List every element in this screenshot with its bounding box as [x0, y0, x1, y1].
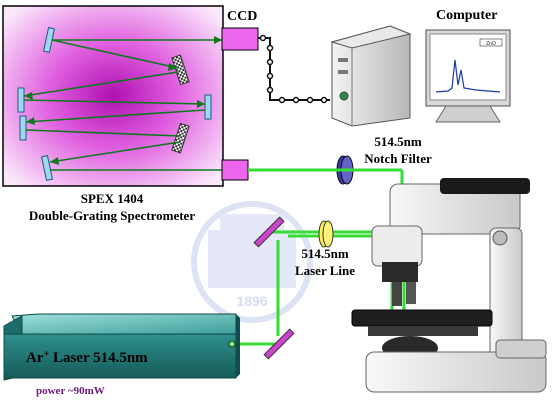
- ccd-port: [222, 28, 258, 50]
- watermark-year: 1896: [236, 293, 267, 309]
- laserline-label-line1: 514.5nm: [301, 246, 348, 261]
- watermark-seal: 1896: [194, 204, 310, 320]
- entrance-slit: [222, 160, 248, 180]
- monitor-legend: ZnO: [486, 41, 496, 47]
- notch-label-line1: 514.5nm: [374, 134, 421, 149]
- laserline-label-line2: Laser Line: [295, 263, 355, 278]
- computer-tower: [332, 26, 410, 126]
- microscope: [352, 178, 546, 392]
- notch-label-line2: Notch Filter: [364, 151, 432, 166]
- power-label: power ~90mW: [36, 385, 105, 397]
- computer-label: Computer: [436, 8, 497, 23]
- spectrometer-label-line1: SPEX 1404: [81, 191, 144, 206]
- argon-laser: [4, 314, 240, 380]
- spectrometer-label-line2: Double-Grating Spectrometer: [29, 208, 195, 223]
- ccd-label: CCD: [227, 9, 257, 24]
- laser-line-filter: [319, 221, 333, 247]
- ccd-cable: [258, 36, 330, 103]
- spectrometer: SPEX 1404 Double-Grating Spectrometer: [3, 6, 258, 223]
- computer-monitor: ZnO: [426, 30, 510, 122]
